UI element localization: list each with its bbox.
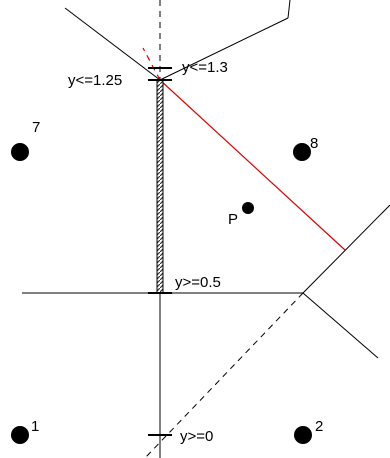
bound-ticks — [148, 67, 172, 436]
edge-upper-right-branch — [159, 17, 289, 81]
site-2-label: 2 — [315, 418, 323, 435]
dashed-diagonal-lower — [144, 292, 304, 458]
label-upper-outer: y<=1.3 — [182, 59, 228, 76]
site-8-label: 8 — [310, 135, 318, 152]
highlight-edge-red-dashed — [142, 47, 161, 81]
site-7-point — [11, 143, 29, 161]
edge-right-diagonal-down — [302, 292, 379, 359]
site-7-label: 7 — [32, 119, 40, 136]
sites — [11, 143, 312, 444]
edge-upper-right-spur — [287, 0, 291, 19]
site-1-point — [11, 426, 29, 444]
site-1-label: 1 — [31, 418, 39, 435]
site-2-point — [294, 426, 312, 444]
edge-upper-left-diagonal — [64, 7, 161, 81]
highlight-edge-red — [159, 79, 346, 251]
edge-right-diagonal-up — [302, 204, 390, 294]
site-p-point — [242, 202, 254, 214]
interval-bar — [156, 79, 164, 294]
label-lower-inner: y>=0.5 — [175, 274, 221, 291]
site-p-label: P — [228, 211, 238, 228]
voronoi-edges — [22, 0, 390, 458]
label-lower-outer: y>=0 — [180, 428, 213, 445]
label-upper-inner: y<=1.25 — [68, 72, 122, 89]
site-8-point — [293, 143, 311, 161]
dashed-guides — [144, 0, 304, 458]
